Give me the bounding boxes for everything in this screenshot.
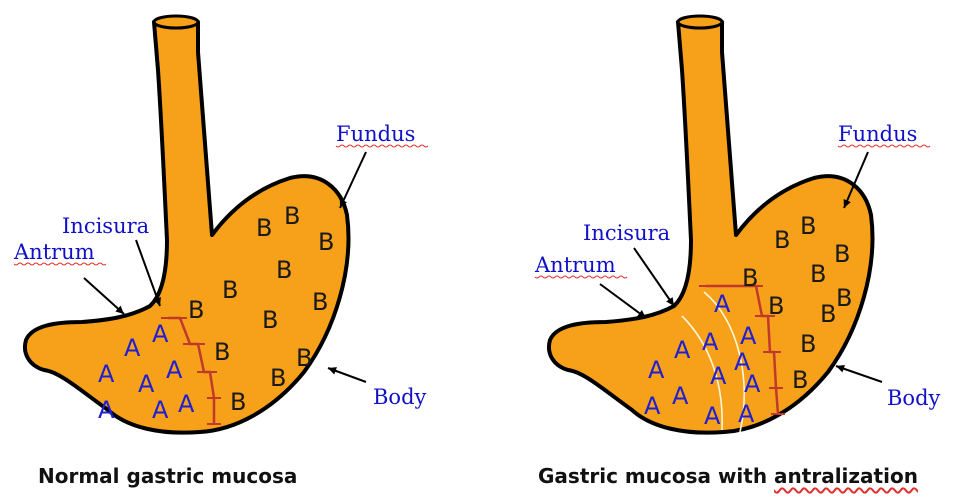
left-antrum-underline (14, 263, 106, 265)
right-label-antrum: Antrum (534, 253, 616, 277)
arrow-line (634, 248, 674, 306)
right-caption-prefix: Gastric mucosa with (538, 464, 774, 488)
letter-a: A (672, 382, 689, 410)
letter-a: A (702, 328, 719, 356)
letter-b: B (256, 214, 272, 242)
letter-b: B (768, 292, 784, 320)
letter-b: B (222, 276, 238, 304)
arrow-line (136, 240, 160, 306)
left-label-fundus: Fundus (336, 122, 415, 146)
right-caption-term: antralization (774, 464, 918, 488)
letter-a: A (166, 356, 183, 384)
arrow-line (600, 284, 646, 318)
letter-a: A (98, 360, 115, 388)
letter-a: A (648, 356, 665, 384)
letter-a: A (138, 370, 155, 398)
left-label-body: Body (373, 385, 427, 409)
letter-b: B (800, 212, 816, 240)
letter-b: B (742, 264, 758, 292)
letter-b: B (214, 338, 230, 366)
left-esophagus-opening (154, 16, 198, 28)
letter-a: A (704, 402, 721, 430)
letter-a: A (152, 396, 169, 424)
letter-a: A (152, 320, 169, 348)
letter-b: B (836, 284, 852, 312)
letter-a: A (714, 290, 731, 318)
letter-a: A (178, 390, 195, 418)
right-label-body: Body (887, 386, 941, 410)
letter-a: A (740, 322, 757, 350)
left-label-incisura: Incisura (62, 214, 149, 238)
letter-b: B (792, 366, 808, 394)
letter-a: A (124, 334, 141, 362)
letter-a: A (644, 392, 661, 420)
arrow-line (340, 152, 366, 208)
letter-b: B (284, 202, 300, 230)
letter-b: B (820, 300, 836, 328)
letter-b: B (810, 260, 826, 288)
letter-a: A (744, 370, 761, 398)
letter-b: B (262, 306, 278, 334)
letter-b: B (312, 288, 328, 316)
letter-b: B (834, 240, 850, 268)
letter-a: A (98, 396, 115, 424)
letter-b: B (230, 388, 246, 416)
left-fundus-underline (336, 145, 428, 147)
left-caption: Normal gastric mucosa (38, 464, 297, 488)
right-antrum-underline (535, 276, 627, 278)
right-label-incisura: Incisura (583, 221, 670, 245)
right-fundus-underline (838, 145, 930, 147)
letter-b: B (318, 228, 334, 256)
letter-b: B (800, 330, 816, 358)
letter-a: A (738, 400, 755, 428)
letter-a: A (710, 362, 727, 390)
right-caption: Gastric mucosa with antralization (538, 464, 918, 488)
left-label-antrum: Antrum (13, 240, 95, 264)
arrowhead (666, 297, 674, 306)
arrowhead (836, 365, 845, 372)
right-label-fundus: Fundus (838, 122, 917, 146)
letter-b: B (296, 344, 312, 372)
letter-b: B (270, 364, 286, 392)
letter-b: B (188, 296, 204, 324)
letter-a: A (674, 336, 691, 364)
right-esophagus-opening (678, 16, 722, 28)
letter-b: B (774, 226, 790, 254)
letter-b: B (276, 256, 292, 284)
